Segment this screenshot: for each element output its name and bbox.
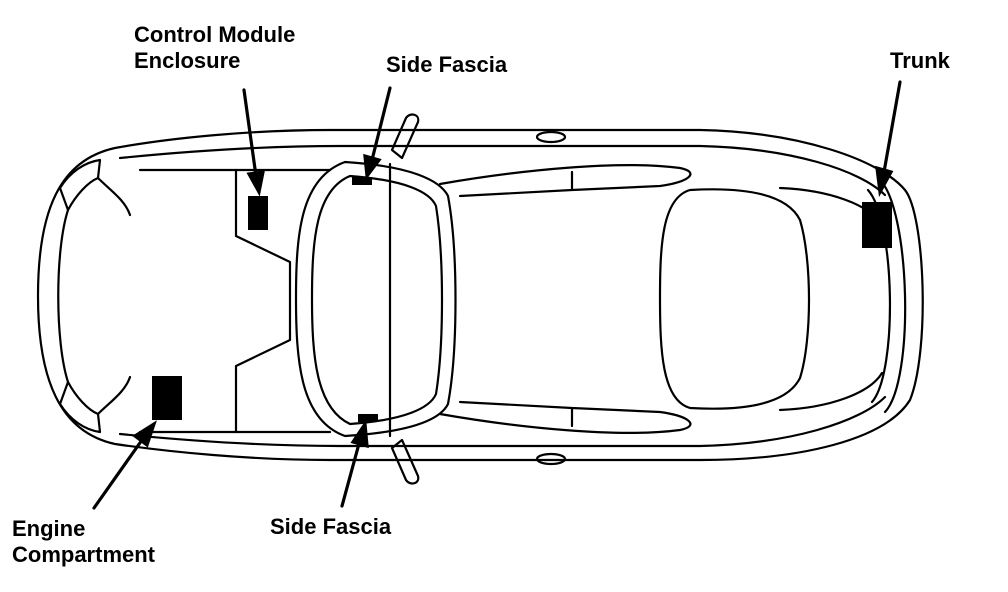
arrow-engine-head	[132, 420, 157, 448]
mirror-bottom	[390, 438, 420, 485]
windshield-inner	[310, 174, 444, 426]
arrow-trunk-head	[875, 165, 894, 198]
rear-window	[658, 188, 811, 410]
front-left-light	[58, 158, 102, 212]
trunk-lid-edge	[878, 178, 907, 414]
front-right-light	[58, 380, 102, 434]
car-body-inner-line	[118, 144, 887, 448]
control-module-label-line2: Enclosure	[134, 48, 241, 73]
engine-compartment-block	[152, 376, 182, 420]
arrow-side-fascia-bottom-line	[340, 438, 362, 508]
engine-label-line2: Compartment	[12, 542, 156, 567]
hood-center-left	[234, 168, 292, 434]
engine-compartment-label: Engine Compartment	[12, 516, 155, 568]
front-wheel-arch-top	[96, 176, 132, 217]
door-handle-top	[535, 130, 567, 144]
control-module-label-line1: Control Module	[134, 22, 296, 47]
arrow-side-fascia-top-line	[370, 86, 392, 162]
side-window-bottom	[438, 400, 692, 434]
side-fascia-top-block	[352, 177, 372, 185]
front-wheel-arch-bottom	[96, 375, 132, 416]
arrow-engine-line	[92, 438, 144, 510]
arrow-control-module-head	[246, 170, 266, 197]
arrow-trunk-line	[882, 80, 902, 174]
front-nose-line	[57, 208, 70, 384]
car-body-outline	[36, 128, 924, 462]
trunk-label: Trunk	[890, 48, 950, 73]
door-handle-bottom	[535, 452, 567, 466]
side-fascia-bottom-label: Side Fascia	[270, 514, 392, 539]
windshield-outer	[294, 160, 457, 438]
arrow-side-fascia-bottom-head	[350, 419, 369, 449]
engine-label-line1: Engine	[12, 516, 86, 541]
side-fascia-top-label: Side Fascia	[386, 52, 508, 77]
side-fascia-bottom-block	[358, 414, 378, 422]
mirror-top	[390, 113, 420, 160]
control-module-enclosure-label: Control Module Enclosure	[134, 22, 295, 74]
arrow-side-fascia-top-head	[363, 153, 382, 181]
side-window-top	[438, 164, 692, 198]
control-module-enclosure-block	[248, 196, 268, 230]
trunk-block	[862, 202, 892, 248]
arrow-control-module-line	[242, 88, 258, 178]
